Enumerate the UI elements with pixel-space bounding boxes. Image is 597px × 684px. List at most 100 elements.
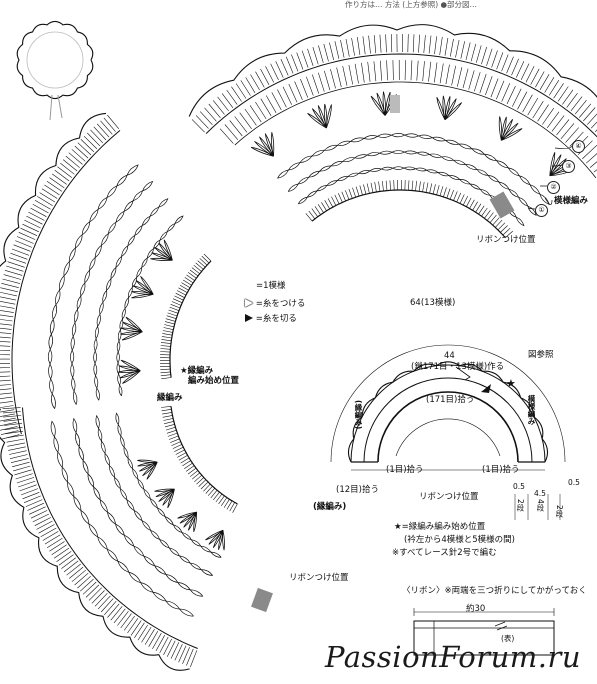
left-chain-loop — [70, 362, 75, 378]
left-chain-loop — [124, 297, 129, 309]
bottom-chain-loop — [93, 486, 101, 501]
fan-petal — [384, 94, 397, 116]
top-chain-loop — [515, 216, 525, 227]
top-chain-loop — [508, 167, 521, 177]
bottom-chain-loop — [57, 451, 63, 468]
fan-petal — [254, 141, 274, 157]
cut-yarn-icon — [245, 314, 253, 322]
fan-petal — [154, 246, 173, 261]
ribbon-length: 約30 — [466, 604, 486, 614]
bottom-row-line — [22, 407, 198, 649]
top-chain-loop — [527, 205, 537, 216]
left-chain-loop — [126, 164, 139, 176]
left-chain-loop — [93, 337, 98, 352]
top-chain-loop — [377, 133, 392, 138]
top-chain-loop — [498, 181, 510, 190]
left-chain-loop — [149, 206, 160, 217]
attach-yarn-icon — [245, 299, 253, 307]
row-leader-lines — [527, 145, 573, 210]
bottom-chain-loop — [178, 608, 194, 617]
bottom-picot-ticks — [2, 407, 198, 668]
top-chain-loop — [416, 151, 431, 156]
left-fan-motif — [150, 239, 173, 261]
bottom-chain-loop — [104, 452, 110, 466]
ribbon-marker-bottom — [251, 587, 273, 613]
top-chain-loop — [403, 166, 417, 171]
fan-petal — [135, 280, 154, 295]
left-chain-loop — [121, 307, 126, 320]
left-chain-loop — [99, 301, 104, 315]
left-chain-loop — [81, 221, 91, 236]
top-chain-loop — [471, 148, 486, 155]
top-chain-loop — [448, 175, 461, 180]
schematic-scallop-edge — [347, 361, 549, 463]
bottom-fan-motif — [137, 459, 158, 480]
edge-knit-label: 縁編み — [187, 366, 214, 376]
fan-petal — [205, 529, 224, 541]
bottom-chain-loop — [100, 440, 106, 454]
top-chain-loop — [366, 152, 381, 157]
fan-petal — [120, 331, 143, 335]
bottom-chain-loop — [210, 551, 222, 558]
left-chain-loop — [74, 234, 83, 249]
fan-petal — [120, 327, 143, 333]
fan-petal — [118, 365, 141, 372]
ribbon-position-bottom-label: リボンつけ位置 — [289, 573, 349, 583]
left-chain-loop — [136, 266, 143, 278]
left-chain-loop — [73, 308, 79, 323]
fan-petal — [131, 291, 154, 295]
left-fan-motif — [131, 275, 154, 299]
fan-petal — [158, 242, 173, 261]
legend-cut-yarn-text: =糸を切る — [255, 314, 297, 324]
bottom-chain-loop — [53, 436, 59, 453]
bottom-chain-loop — [150, 529, 160, 540]
left-chain-loop — [118, 384, 123, 397]
left-chain-loop — [49, 378, 54, 395]
sample-inner-ring — [26, 31, 84, 89]
bottom-fan-motif — [154, 488, 175, 509]
left-chain-loop — [159, 230, 168, 241]
fan-petal — [382, 91, 386, 116]
top-chain-loop — [337, 140, 352, 146]
bottom-chain-loop — [165, 574, 179, 583]
bottom-chain-loop — [189, 589, 204, 597]
fan-petal — [163, 239, 173, 261]
top-chain-loop — [518, 197, 529, 207]
top-fan-motif — [436, 95, 463, 121]
edge-knit-start-label: ★縁編み 編み始め位置 — [180, 366, 240, 386]
fan-petal — [140, 275, 154, 295]
left-chain-loop — [141, 215, 151, 226]
fan-petal — [500, 118, 514, 141]
left-chain-loop — [58, 275, 65, 291]
fan-petal — [549, 154, 562, 177]
bottom-chain-loop — [99, 499, 108, 513]
top-chain-loop — [432, 136, 447, 142]
dim-05-left: 0.5 — [513, 482, 525, 491]
left-chain-loop — [127, 234, 136, 247]
ribbon-face: (表) — [501, 634, 515, 643]
fan-petal — [270, 132, 275, 157]
bottom-chain-loop — [140, 582, 154, 593]
shaded-stitch-block — [390, 95, 400, 113]
schematic-ribbon-position: リボンつけ位置 — [419, 492, 479, 502]
bottom-chain-loop — [119, 488, 128, 501]
top-base-ticks — [305, 179, 513, 238]
fan-petal — [119, 370, 141, 379]
top-fan-motif — [370, 91, 397, 116]
bottom-chain-loop — [106, 548, 119, 562]
bottom-chain-loop — [120, 435, 125, 448]
top-chain-loop — [347, 172, 360, 178]
ribbon-marker-top — [489, 191, 515, 219]
bottom-chain-loop — [159, 538, 170, 549]
sample-scallop-outline — [16, 20, 94, 100]
rows-2a: 2段 — [516, 499, 525, 512]
bottom-chain-loop — [172, 524, 183, 533]
fan-petal — [317, 105, 327, 129]
schematic-direction-arrow — [481, 384, 491, 393]
left-chain-loop — [132, 190, 144, 202]
left-chain-loop — [48, 363, 53, 380]
bottom-chain-loop — [115, 412, 120, 425]
schematic-band-arc — [363, 377, 533, 463]
bottom-chain-loop — [97, 427, 103, 442]
schematic-pickup-12: (12目)拾う — [336, 485, 379, 495]
